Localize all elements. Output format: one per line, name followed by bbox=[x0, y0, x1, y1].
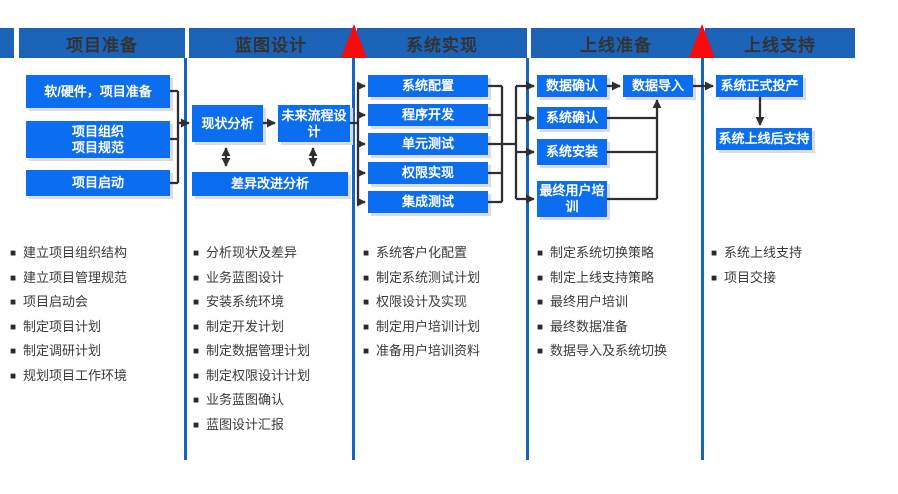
task-list-item: 制定系统切换策略 bbox=[537, 246, 667, 261]
phase-divider bbox=[701, 58, 704, 460]
task-list-item: 最终用户培训 bbox=[537, 295, 667, 310]
task-list-item: 建立项目管理规范 bbox=[10, 271, 127, 286]
phase-header-blueprint: 蓝图设计 bbox=[189, 28, 353, 58]
task-list-item: 业务蓝图设计 bbox=[193, 271, 310, 286]
flow-node-future-process: 未来流程设计 bbox=[278, 105, 350, 142]
phase-header-project-prep: 项目准备 bbox=[19, 28, 185, 58]
task-list-item: 最终数据准备 bbox=[537, 320, 667, 335]
flow-node-authorization: 权限实现 bbox=[368, 162, 488, 184]
task-list-project-prep: 建立项目组织结构 建立项目管理规范 项目启动会 制定项目计划 制定调研计划 规划… bbox=[10, 246, 127, 393]
phase-divider bbox=[184, 58, 187, 460]
task-list-item: 项目启动会 bbox=[10, 295, 127, 310]
phase-divider bbox=[352, 58, 355, 460]
task-list-item: 业务蓝图确认 bbox=[193, 393, 310, 408]
task-list-item: 项目交接 bbox=[711, 271, 802, 286]
task-list-item: 权限设计及实现 bbox=[363, 295, 480, 310]
flow-node-kickoff: 项目启动 bbox=[26, 170, 170, 196]
milestone-triangle-icon bbox=[341, 24, 367, 58]
phase-header-realization: 系统实现 bbox=[357, 28, 527, 58]
task-list-item: 规划项目工作环境 bbox=[10, 369, 127, 384]
task-list-realization: 系统客户化配置 制定系统测试计划 权限设计及实现 制定用户培训计划 准备用户培训… bbox=[363, 246, 480, 369]
phase-header-golive-support: 上线支持 bbox=[705, 28, 855, 58]
flow-node-system-install: 系统安装 bbox=[537, 139, 607, 165]
task-list-item: 制定项目计划 bbox=[10, 320, 127, 335]
task-list-item: 分析现状及差异 bbox=[193, 246, 310, 261]
task-list-golive-prep: 制定系统切换策略 制定上线支持策略 最终用户培训 最终数据准备 数据导入及系统切… bbox=[537, 246, 667, 369]
flow-node-current-analysis: 现状分析 bbox=[192, 105, 263, 142]
task-list-item: 制定系统测试计划 bbox=[363, 271, 480, 286]
task-list-item: 制定用户培训计划 bbox=[363, 320, 480, 335]
flow-node-postgo-support: 系统上线后支持 bbox=[716, 128, 812, 150]
flow-node-golive: 系统正式投产 bbox=[716, 75, 803, 97]
task-list-blueprint: 分析现状及差异 业务蓝图设计 安装系统环境 制定开发计划 制定数据管理计划 制定… bbox=[193, 246, 310, 442]
task-list-item: 系统上线支持 bbox=[711, 246, 802, 261]
task-list-golive-support: 系统上线支持 项目交接 bbox=[711, 246, 802, 295]
task-list-item: 准备用户培训资料 bbox=[363, 344, 480, 359]
milestone-triangle-icon bbox=[689, 24, 715, 58]
task-list-item: 安装系统环境 bbox=[193, 295, 310, 310]
flow-node-enduser-training: 最终用户培训 bbox=[537, 181, 607, 217]
flow-node-unit-test: 单元测试 bbox=[368, 133, 488, 155]
task-list-item: 制定上线支持策略 bbox=[537, 271, 667, 286]
flow-node-org-standards: 项目组织 项目规范 bbox=[26, 121, 170, 158]
header-bar-stub bbox=[0, 28, 14, 58]
task-list-item: 制定开发计划 bbox=[193, 320, 310, 335]
task-list-item: 蓝图设计汇报 bbox=[193, 418, 310, 433]
phase-header-golive-prep: 上线准备 bbox=[531, 28, 701, 58]
task-list-item: 系统客户化配置 bbox=[363, 246, 480, 261]
task-list-item: 建立项目组织结构 bbox=[10, 246, 127, 261]
flow-node-data-import: 数据导入 bbox=[623, 75, 693, 97]
task-list-item: 制定数据管理计划 bbox=[193, 344, 310, 359]
flow-node-sw-hw-prep: 软/硬件，项目准备 bbox=[26, 75, 170, 108]
task-list-item: 制定调研计划 bbox=[10, 344, 127, 359]
flow-node-system-confirm: 系统确认 bbox=[537, 107, 607, 129]
flow-node-gap-analysis: 差异改进分析 bbox=[192, 172, 348, 196]
flow-node-integration-test: 集成测试 bbox=[368, 191, 488, 213]
flow-node-data-confirm: 数据确认 bbox=[537, 75, 607, 97]
task-list-item: 数据导入及系统切换 bbox=[537, 344, 667, 359]
flow-node-system-config: 系统配置 bbox=[368, 75, 488, 97]
task-list-item: 制定权限设计计划 bbox=[193, 369, 310, 384]
flow-node-program-dev: 程序开发 bbox=[368, 104, 488, 126]
phase-divider bbox=[526, 58, 529, 460]
